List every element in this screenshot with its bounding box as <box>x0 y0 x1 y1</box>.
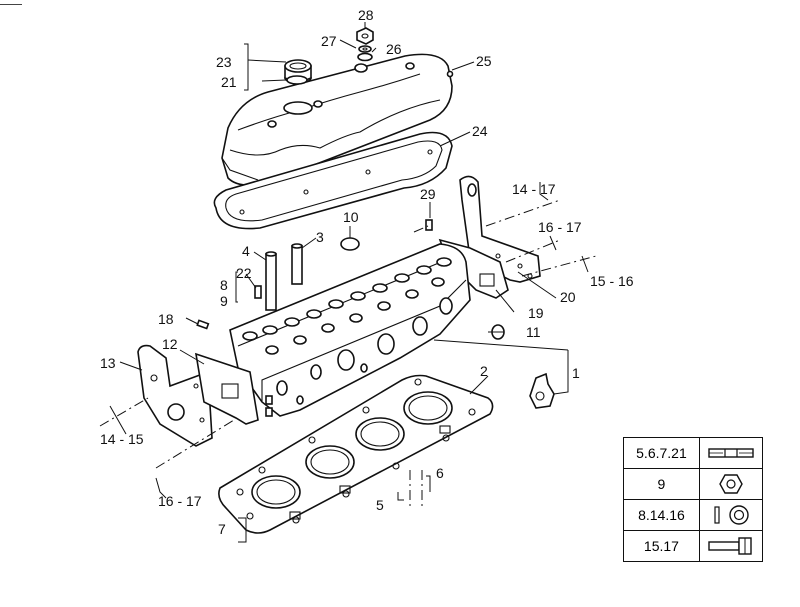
legend-row: 15.17 <box>623 530 764 562</box>
gasket-holes <box>236 378 476 524</box>
callout-12: 12 <box>162 336 178 352</box>
tube-3 <box>291 243 303 285</box>
cover-washer-27 <box>358 45 372 53</box>
callout-20: 20 <box>560 289 576 305</box>
callout-3: 3 <box>316 229 324 245</box>
stud-29 <box>425 219 433 231</box>
cover-washer-26 <box>357 52 373 62</box>
callout-2: 2 <box>480 363 488 379</box>
bolt-icon <box>698 530 764 562</box>
callout-5: 5 <box>376 497 384 513</box>
callout-24: 24 <box>472 123 488 139</box>
callout-1: 1 <box>572 365 580 381</box>
head-ports <box>276 297 453 405</box>
legend-code: 8.14.16 <box>623 499 700 531</box>
callout-9: 9 <box>220 293 228 309</box>
callout-13: 13 <box>100 355 116 371</box>
head-end-studs <box>265 395 273 417</box>
callout-15-16: 15 - 16 <box>590 273 634 289</box>
callout-28: 28 <box>358 7 374 23</box>
callout-16-17-bottom: 16 - 17 <box>158 493 202 509</box>
callout-27: 27 <box>321 33 337 49</box>
callout-6: 6 <box>436 465 444 481</box>
fastener-legend: 5.6.7.21 9 8.14.16 <box>623 437 764 562</box>
stud-29-axis <box>413 225 429 233</box>
washer-icon <box>698 499 764 531</box>
callout-16-17-top: 16 - 17 <box>538 219 582 235</box>
dowel-22 <box>254 285 262 299</box>
callout-18: 18 <box>158 311 174 327</box>
callout-14-17: 14 - 17 <box>512 181 556 197</box>
callout-4: 4 <box>242 243 250 259</box>
legend-code: 15.17 <box>623 530 700 562</box>
callout-7: 7 <box>218 521 226 537</box>
filler-seal <box>286 75 308 85</box>
lifting-bracket-left <box>137 344 213 447</box>
core-plug <box>340 237 360 251</box>
legend-row: 8.14.16 <box>623 499 764 531</box>
hex-nut-icon <box>698 468 764 500</box>
bracket-gasket-left <box>194 352 259 425</box>
callout-25: 25 <box>476 53 492 69</box>
cylinder-head <box>229 243 471 417</box>
leader-lines <box>119 22 569 543</box>
cover-nut <box>356 27 374 45</box>
callout-10: 10 <box>343 209 359 225</box>
rocker-cover-gasket <box>213 131 453 230</box>
legend-row: 9 <box>623 468 764 500</box>
corner-mark <box>0 4 22 5</box>
legend-code: 5.6.7.21 <box>623 437 700 469</box>
legend-row: 5.6.7.21 <box>623 437 764 469</box>
callout-26: 26 <box>386 41 402 57</box>
callout-21: 21 <box>221 74 237 90</box>
callout-11: 11 <box>526 324 541 340</box>
sealant-tube <box>529 372 555 409</box>
gasket-bores <box>251 391 453 509</box>
callout-labels: 28 27 26 23 21 25 24 14 - 17 29 10 16 - … <box>100 7 634 537</box>
head-gasket <box>218 374 494 534</box>
callout-19: 19 <box>528 305 544 321</box>
legend-code: 9 <box>623 468 700 500</box>
callout-8: 8 <box>220 277 228 293</box>
stud-icon <box>698 437 764 469</box>
callout-23: 23 <box>216 54 232 70</box>
range-brackets <box>109 182 589 501</box>
callout-14-15: 14 - 15 <box>100 431 144 447</box>
callout-29: 29 <box>420 186 436 202</box>
screw-18 <box>196 319 210 330</box>
callout-22: 22 <box>236 265 252 281</box>
head-valve-seats <box>242 257 452 355</box>
tube-4 <box>265 251 277 311</box>
